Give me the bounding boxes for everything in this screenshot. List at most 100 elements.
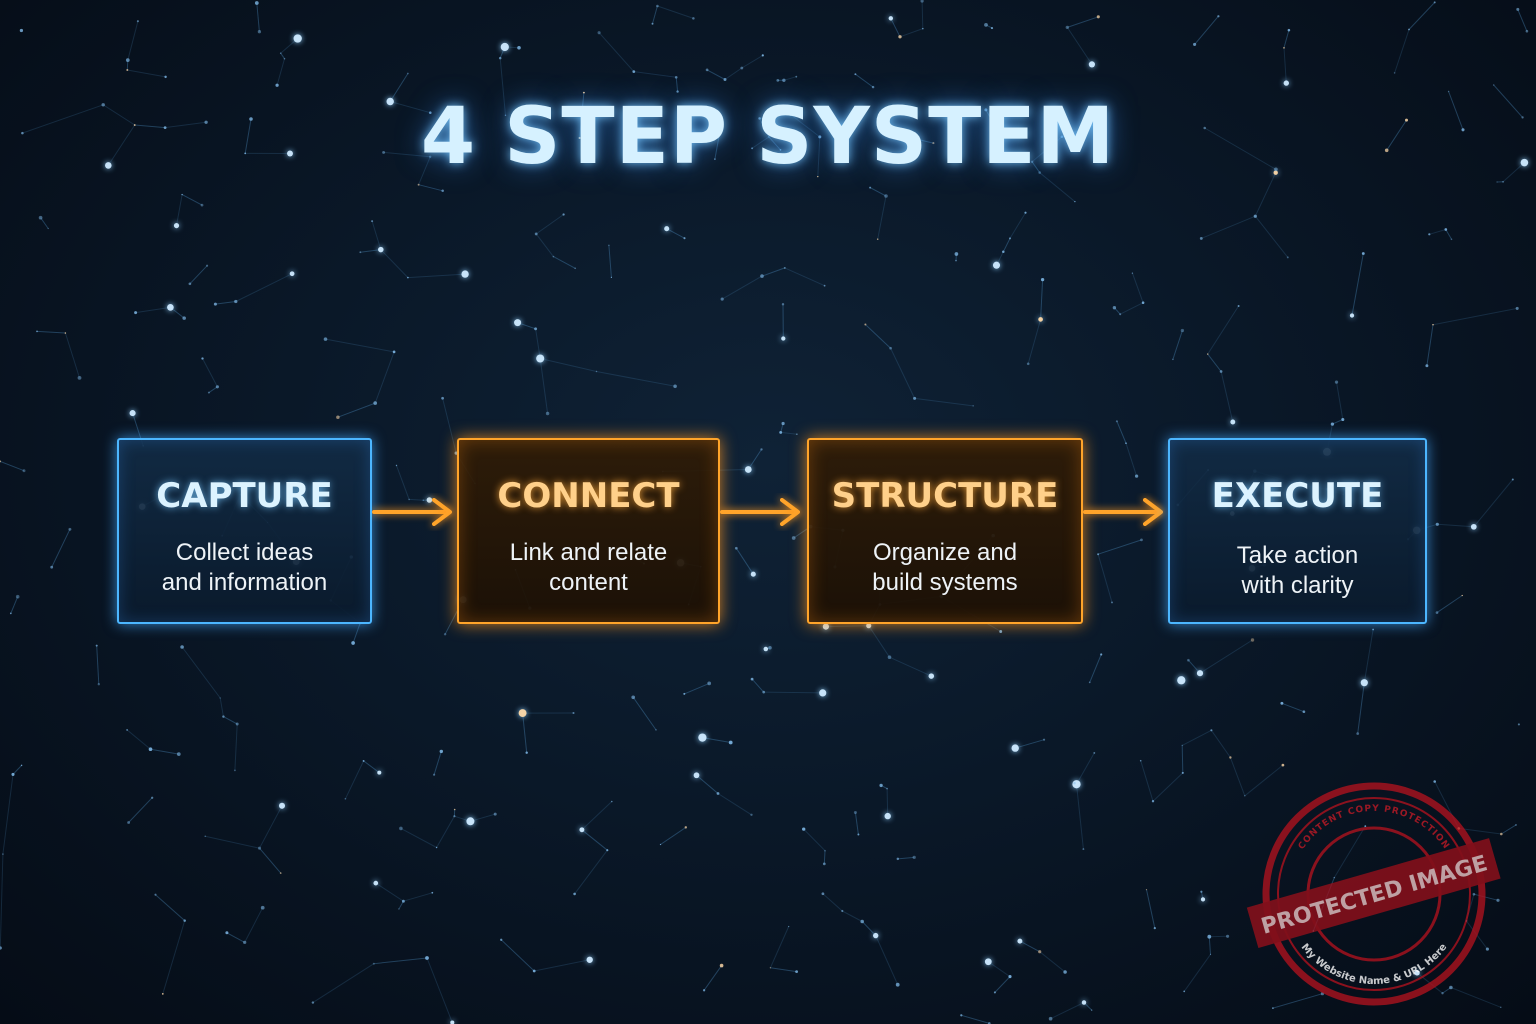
constellation-line xyxy=(135,306,171,314)
constellation-line xyxy=(1448,91,1464,130)
constellation-line xyxy=(1194,15,1219,45)
star xyxy=(439,749,444,754)
constellation-line xyxy=(1473,893,1499,901)
constellation-line xyxy=(1125,443,1138,477)
star xyxy=(854,73,857,76)
star xyxy=(1461,594,1463,597)
star xyxy=(728,740,733,745)
star xyxy=(163,126,167,129)
star xyxy=(802,827,806,831)
constellation-line xyxy=(684,682,710,695)
star xyxy=(574,267,577,270)
constellation-line xyxy=(181,646,221,699)
star xyxy=(821,892,825,896)
constellation-line xyxy=(1207,305,1240,355)
star xyxy=(429,155,432,158)
star xyxy=(817,175,819,178)
constellation-line xyxy=(1019,940,1040,953)
star xyxy=(15,594,20,599)
constellation-line xyxy=(398,900,404,910)
constellation-line xyxy=(854,812,859,835)
constellation-line xyxy=(684,682,710,695)
star xyxy=(534,327,538,331)
constellation-line xyxy=(1351,253,1364,316)
star xyxy=(1372,628,1374,631)
star xyxy=(1517,723,1520,726)
constellation-line xyxy=(581,829,608,851)
constellation-line xyxy=(1031,161,1041,173)
constellation-line xyxy=(181,194,203,206)
step-box-capture: CAPTURE Collect ideas and information xyxy=(117,438,372,624)
constellation-line xyxy=(244,907,264,943)
constellation-line xyxy=(337,402,376,418)
star xyxy=(597,31,601,35)
star xyxy=(534,232,538,236)
constellation-line xyxy=(747,449,762,470)
star xyxy=(373,880,379,886)
constellation-line xyxy=(1432,307,1518,326)
constellation-line xyxy=(1426,324,1434,366)
constellation-line xyxy=(751,678,765,693)
constellation-line xyxy=(344,760,365,800)
constellation-line xyxy=(226,932,245,943)
star xyxy=(758,117,761,120)
constellation-line xyxy=(256,2,260,32)
constellation-line xyxy=(761,267,785,277)
star xyxy=(257,846,262,850)
star xyxy=(225,931,229,935)
constellation-line xyxy=(280,52,285,59)
constellation-line xyxy=(890,18,901,38)
constellation-line xyxy=(921,0,924,29)
star xyxy=(705,68,709,72)
star xyxy=(21,131,24,135)
constellation-line xyxy=(107,124,136,166)
star xyxy=(377,770,382,775)
star xyxy=(1226,934,1230,938)
constellation-line xyxy=(128,797,153,823)
constellation-line xyxy=(914,397,974,407)
constellation-line xyxy=(155,894,186,921)
constellation-line xyxy=(1097,554,1113,603)
constellation-line xyxy=(1408,2,1436,30)
step-desc-connect-line1: Link and relate xyxy=(509,539,668,566)
star xyxy=(1073,781,1076,785)
constellation-line xyxy=(1076,784,1084,850)
constellation-line xyxy=(868,625,890,658)
star xyxy=(1515,306,1519,310)
constellation-line xyxy=(259,847,282,874)
constellation-line xyxy=(1067,16,1099,28)
star xyxy=(1435,522,1439,526)
constellation-line xyxy=(652,5,658,24)
star xyxy=(536,354,545,363)
star xyxy=(260,905,265,910)
star xyxy=(0,460,2,463)
constellation-line xyxy=(1429,229,1446,235)
constellation-line xyxy=(1517,9,1528,32)
star xyxy=(1119,313,1122,316)
star xyxy=(1444,228,1448,231)
star xyxy=(398,908,400,910)
constellation-line xyxy=(1229,757,1246,796)
constellation-line xyxy=(822,893,843,912)
star xyxy=(823,284,826,287)
star xyxy=(723,78,727,81)
star xyxy=(762,690,766,694)
star xyxy=(134,311,138,315)
constellation-line xyxy=(1201,215,1256,239)
constellation-line xyxy=(1426,324,1434,366)
star xyxy=(683,237,686,240)
star xyxy=(819,689,827,697)
star xyxy=(659,843,662,846)
star xyxy=(351,641,355,645)
star xyxy=(1520,158,1529,167)
star xyxy=(1425,364,1429,368)
star xyxy=(1405,118,1408,122)
constellation-line xyxy=(770,967,797,973)
constellation-line xyxy=(724,67,743,80)
constellation-line xyxy=(994,976,1011,993)
star xyxy=(887,655,892,659)
constellation-line xyxy=(134,124,166,129)
constellation-line xyxy=(855,73,874,88)
star xyxy=(631,695,636,700)
star xyxy=(702,989,706,992)
